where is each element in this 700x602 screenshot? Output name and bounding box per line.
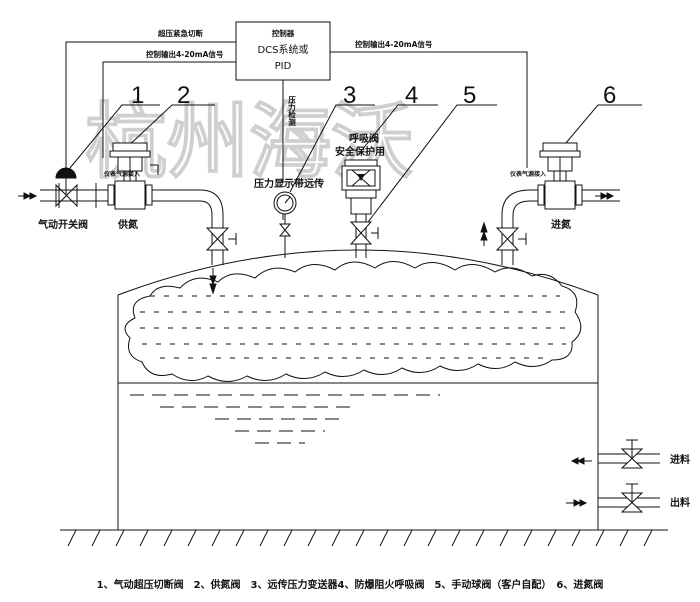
pneumatic-valve-label: 气动开关阀 — [37, 218, 88, 231]
feed-out-label: 出料 — [670, 496, 690, 509]
callout-5: 5 — [463, 82, 476, 109]
liquid-dashes — [130, 394, 440, 444]
controller-dcs: DCS系统或 — [257, 43, 308, 56]
supply-nitrogen-label: 供氮 — [117, 218, 138, 231]
callout-6: 6 — [603, 82, 616, 109]
feed-in-valve-icon — [620, 439, 644, 469]
control-lines — [65, 41, 528, 183]
callout-leaders — [69, 104, 642, 231]
manual-valve-left-icon — [205, 227, 237, 251]
signal-right-label: 控制输出4-20mA信号 — [355, 39, 433, 49]
controller-title: 控制器 — [272, 28, 295, 38]
gas-input-right-label: 仪表气源接入 — [509, 170, 546, 178]
feed-in-label: 进料 — [670, 453, 690, 466]
supply-regulator-icon — [107, 142, 159, 210]
ground-line — [60, 529, 668, 547]
legend-caption: 1、气动超压切断阀 2、供氮阀 3、远传压力变送器4、防爆阻火呼吸阀 5、手动球… — [97, 578, 604, 591]
pneumatic-valve-icon — [55, 167, 78, 208]
inlet-regulator-icon — [537, 142, 583, 210]
callout-1: 1 — [131, 82, 144, 109]
signal-left-label: 控制输出4-20mA信号 — [146, 49, 224, 59]
breather-label-1: 呼吸阀 — [349, 132, 379, 145]
manual-valve-right-icon — [495, 227, 527, 251]
pressure-gauge-label: 压力显示带远传 — [254, 177, 324, 190]
breather-valve-icon — [341, 159, 381, 258]
inlet-arrow-icon — [595, 192, 615, 200]
controller-pid: PID — [275, 61, 292, 72]
breather-label-2: 安全保护用 — [335, 145, 385, 158]
callout-3: 3 — [343, 82, 356, 109]
feed-out-valve-icon — [620, 483, 644, 513]
nitrogen-cloud — [124, 261, 582, 382]
nitrogen-dashes — [140, 295, 568, 359]
storage-tank — [117, 249, 599, 530]
pressure-gauge-icon — [273, 191, 297, 258]
callout-2: 2 — [177, 82, 190, 109]
feed-in-arrow-icon — [570, 457, 592, 465]
overpressure-cut-label: 超压紧急切断 — [157, 28, 203, 38]
gas-input-left-label: 仪表气源接入 — [103, 170, 140, 178]
watermark: 杭州海沃 — [85, 95, 413, 190]
inlet-nitrogen-label: 进氮 — [551, 218, 571, 231]
supply-arrow-icon — [18, 192, 38, 200]
breather-arrow-icon — [357, 174, 365, 181]
up-arrow-icon — [480, 221, 488, 246]
pressure-detect-label: 压力检测 — [287, 96, 296, 128]
callout-4: 4 — [405, 82, 418, 109]
feed-out-arrow-icon — [566, 499, 588, 507]
